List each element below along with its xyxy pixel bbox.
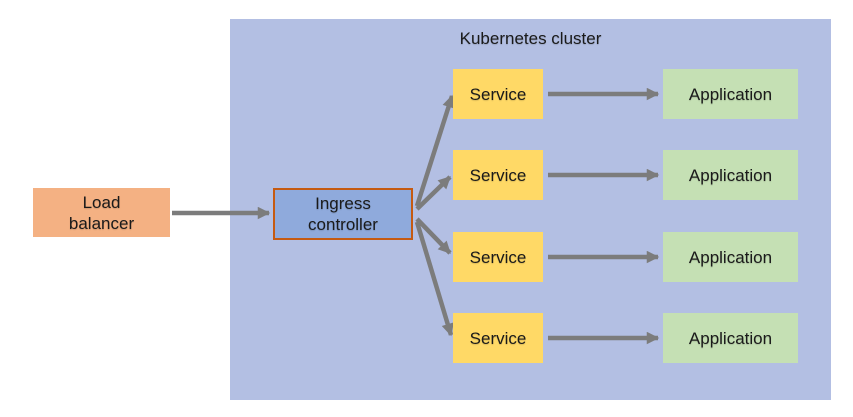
application-1-label: Application bbox=[688, 84, 773, 104]
node-application-4: Application bbox=[663, 313, 798, 363]
service-4-label: Service bbox=[469, 328, 527, 348]
service-2-label: Service bbox=[469, 165, 527, 185]
node-ingress-controller: Ingress controller bbox=[273, 188, 413, 240]
node-service-2: Service bbox=[453, 150, 543, 200]
node-load-balancer: Load balancer bbox=[33, 188, 170, 237]
node-service-4: Service bbox=[453, 313, 543, 363]
load-balancer-label-line1: Load bbox=[82, 192, 121, 212]
service-1-label: Service bbox=[469, 84, 527, 104]
node-application-3: Application bbox=[663, 232, 798, 282]
application-2-label: Application bbox=[688, 165, 773, 185]
application-3-label: Application bbox=[688, 247, 773, 267]
ingress-controller-label-line2: controller bbox=[308, 215, 378, 234]
load-balancer-label-line2: balancer bbox=[68, 213, 135, 233]
cluster-title: Kubernetes cluster bbox=[459, 29, 602, 48]
service-3-label: Service bbox=[469, 247, 527, 267]
node-application-1: Application bbox=[663, 69, 798, 119]
node-service-3: Service bbox=[453, 232, 543, 282]
application-4-label: Application bbox=[688, 328, 773, 348]
node-service-1: Service bbox=[453, 69, 543, 119]
ingress-controller-label-line1: Ingress bbox=[315, 194, 371, 213]
node-application-2: Application bbox=[663, 150, 798, 200]
